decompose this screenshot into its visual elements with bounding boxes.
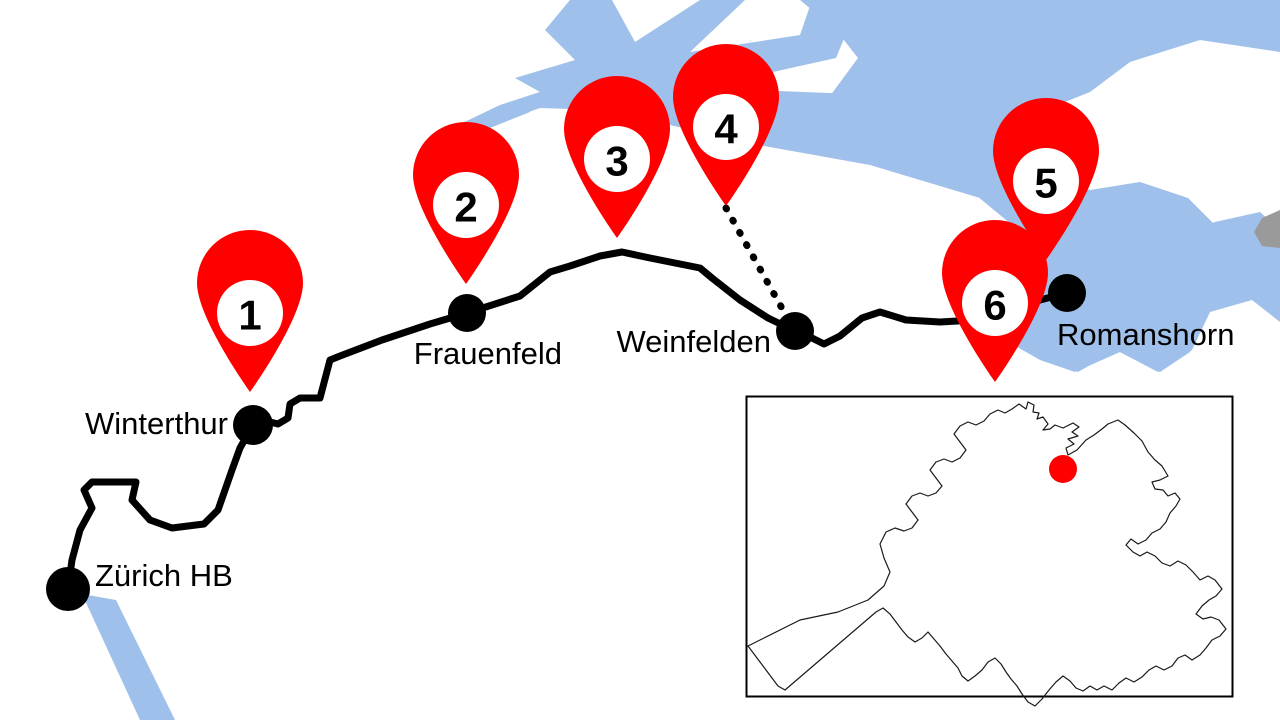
pin-number-1: 1 — [238, 292, 261, 339]
station-label-winterthur: Winterthur — [85, 406, 228, 441]
inset-locator-map[interactable] — [745, 395, 1234, 707]
station-label-zurich-hb: Zürich HB — [95, 558, 233, 593]
station-dot-frauenfeld[interactable] — [448, 294, 486, 332]
map-marker-2[interactable]: 2 — [413, 122, 519, 284]
markers-layer: 1 2 3 4 — [197, 44, 1099, 392]
lake-lobe-shape — [1022, 212, 1280, 372]
station-labels-layer: Zürich HB Winterthur Frauenfeld Weinfeld… — [85, 317, 1234, 593]
station-dot-zurich-hb[interactable] — [46, 567, 90, 611]
inset-border — [745, 395, 1234, 698]
station-label-romanshorn: Romanshorn — [1057, 317, 1234, 352]
pin-inner-circle-4 — [693, 94, 759, 160]
pin-number-6: 6 — [983, 282, 1006, 329]
station-dot-weinfelden[interactable] — [776, 312, 814, 350]
limmat-river-shape — [82, 594, 175, 720]
rail-route-line — [64, 248, 1071, 593]
marker4-connector-dotted-line — [722, 204, 797, 332]
pin-number-5: 5 — [1034, 160, 1057, 207]
land-sliver-shape — [1254, 210, 1280, 248]
station-dots-layer — [46, 274, 1086, 611]
pin-inner-circle-2 — [433, 172, 499, 238]
inset-background — [746, 396, 1233, 697]
route-layer — [64, 248, 1071, 593]
station-label-weinfelden: Weinfelden — [616, 324, 771, 359]
station-dot-winterthur[interactable] — [233, 405, 273, 445]
switzerland-outline-shape — [747, 401, 1227, 707]
pin-inner-circle-3 — [584, 126, 650, 192]
station-label-frauenfeld: Frauenfeld — [414, 336, 562, 371]
map-marker-5[interactable]: 5 — [993, 98, 1099, 260]
map-marker-1[interactable]: 1 — [197, 230, 303, 392]
map-marker-4[interactable]: 4 — [673, 44, 779, 206]
inset-locator-dot — [1049, 455, 1077, 483]
map-marker-6[interactable]: 6 — [942, 220, 1048, 382]
pin-inner-circle-5 — [1013, 148, 1079, 214]
pin-number-3: 3 — [605, 138, 628, 185]
pin-number-4: 4 — [714, 106, 738, 153]
pin-inner-circle-1 — [217, 280, 283, 346]
pin-number-2: 2 — [454, 184, 477, 231]
connector-layer — [722, 204, 797, 332]
pin-inner-circle-6 — [962, 270, 1028, 336]
station-dot-romanshorn[interactable] — [1048, 274, 1086, 312]
map-marker-3[interactable]: 3 — [564, 76, 670, 238]
